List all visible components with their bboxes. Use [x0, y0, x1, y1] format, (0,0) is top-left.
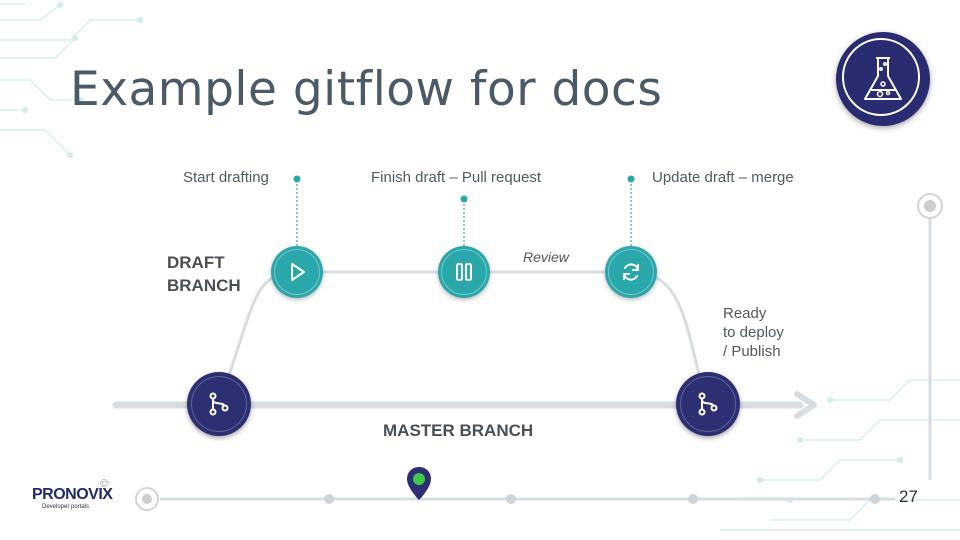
start-node [271, 246, 323, 298]
git-branch-icon [698, 392, 718, 416]
milestone-dot [460, 195, 468, 203]
logo-brand: PRONOVIX [32, 486, 113, 503]
logo-tagline: Developer portals [42, 504, 90, 510]
play-icon [291, 263, 305, 281]
pronovix-logo: PRONOVIX Developer portals [32, 486, 113, 516]
milestone-dot [627, 175, 635, 183]
master-left-node [187, 372, 251, 436]
flask-icon [864, 57, 902, 100]
git-branch-icon [209, 392, 229, 416]
refresh-icon [623, 263, 639, 281]
location-pin-icon [407, 467, 431, 500]
ready-to-deploy-label: Ready to deploy / Publish [723, 305, 784, 360]
flask-badge [836, 32, 930, 126]
copyright-mark: © [100, 478, 109, 490]
review-label: Review [523, 249, 569, 265]
draft-branch-label: DRAFT BRANCH [167, 253, 241, 295]
master-right-node [676, 372, 740, 436]
update-node [605, 246, 657, 298]
start-drafting-label: Start drafting [183, 169, 269, 186]
update-draft-label: Update draft – merge [652, 169, 794, 186]
milestone-dot [293, 175, 301, 183]
finish-draft-label: Finish draft – Pull request [371, 169, 542, 186]
master-branch-label: MASTER BRANCH [383, 421, 534, 440]
pause-icon [456, 263, 472, 281]
slide-title: Example gitflow for docs [70, 62, 663, 117]
page-number: 27 [899, 487, 918, 506]
finish-node [438, 246, 490, 298]
